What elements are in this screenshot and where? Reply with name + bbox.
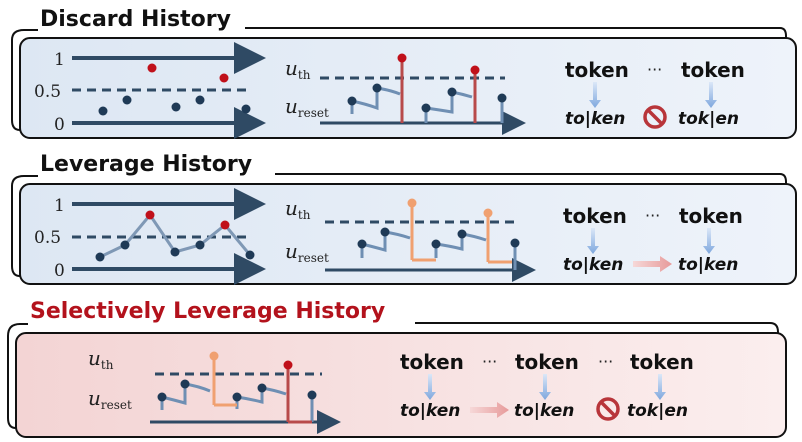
prohibited-icon [643, 105, 667, 129]
split-token: to|ken [565, 109, 625, 129]
u-th-label: uth [285, 56, 311, 82]
panel-discard-history: Discard History 1 0.5 0 uth ureset token [11, 7, 797, 139]
u-reset-label: ureset [88, 386, 132, 412]
token: token [565, 58, 629, 82]
token: token [400, 350, 464, 374]
split-token: to|ken [400, 401, 460, 421]
u-th-label: uth [285, 196, 311, 222]
probability-points [98, 63, 251, 116]
probability-points [95, 210, 255, 262]
ellipsis: ··· [598, 352, 613, 371]
axis-label-0.5: 0.5 [34, 82, 61, 102]
axis-label-1: 1 [54, 196, 65, 216]
panel-title: Leverage History [40, 152, 252, 177]
arrow-right-icon [470, 402, 509, 418]
token: token [630, 350, 694, 374]
token: token [515, 350, 579, 374]
token: token [563, 204, 627, 228]
token: token [681, 58, 745, 82]
split-token: tok|en [627, 401, 688, 421]
panel-selectively-leverage-history: Selectively Leverage History uth ureset … [7, 299, 787, 438]
token: token [679, 204, 743, 228]
u-reset-label: ureset [285, 239, 329, 265]
panel-title: Selectively Leverage History [30, 299, 385, 324]
arrow-right-icon [633, 256, 672, 272]
split-token: to|ken [514, 401, 574, 421]
split-token: to|ken [678, 255, 738, 275]
axis-label-0: 0 [54, 115, 65, 135]
ellipsis: ··· [647, 60, 662, 79]
panel-title: Discard History [40, 7, 231, 32]
split-token: to|ken [563, 255, 623, 275]
u-reset-label: ureset [285, 94, 329, 120]
ellipsis: ··· [645, 206, 660, 225]
axis-label-0.5: 0.5 [34, 228, 61, 248]
prohibited-icon [596, 397, 620, 421]
axis-label-0: 0 [54, 261, 65, 281]
panel-leverage-history: Leverage History 1 0.5 0 uth ureset t [11, 152, 797, 285]
split-token: tok|en [678, 109, 739, 129]
axis-label-1: 1 [54, 50, 65, 70]
ellipsis: ··· [482, 352, 497, 371]
u-th-label: uth [88, 346, 114, 372]
